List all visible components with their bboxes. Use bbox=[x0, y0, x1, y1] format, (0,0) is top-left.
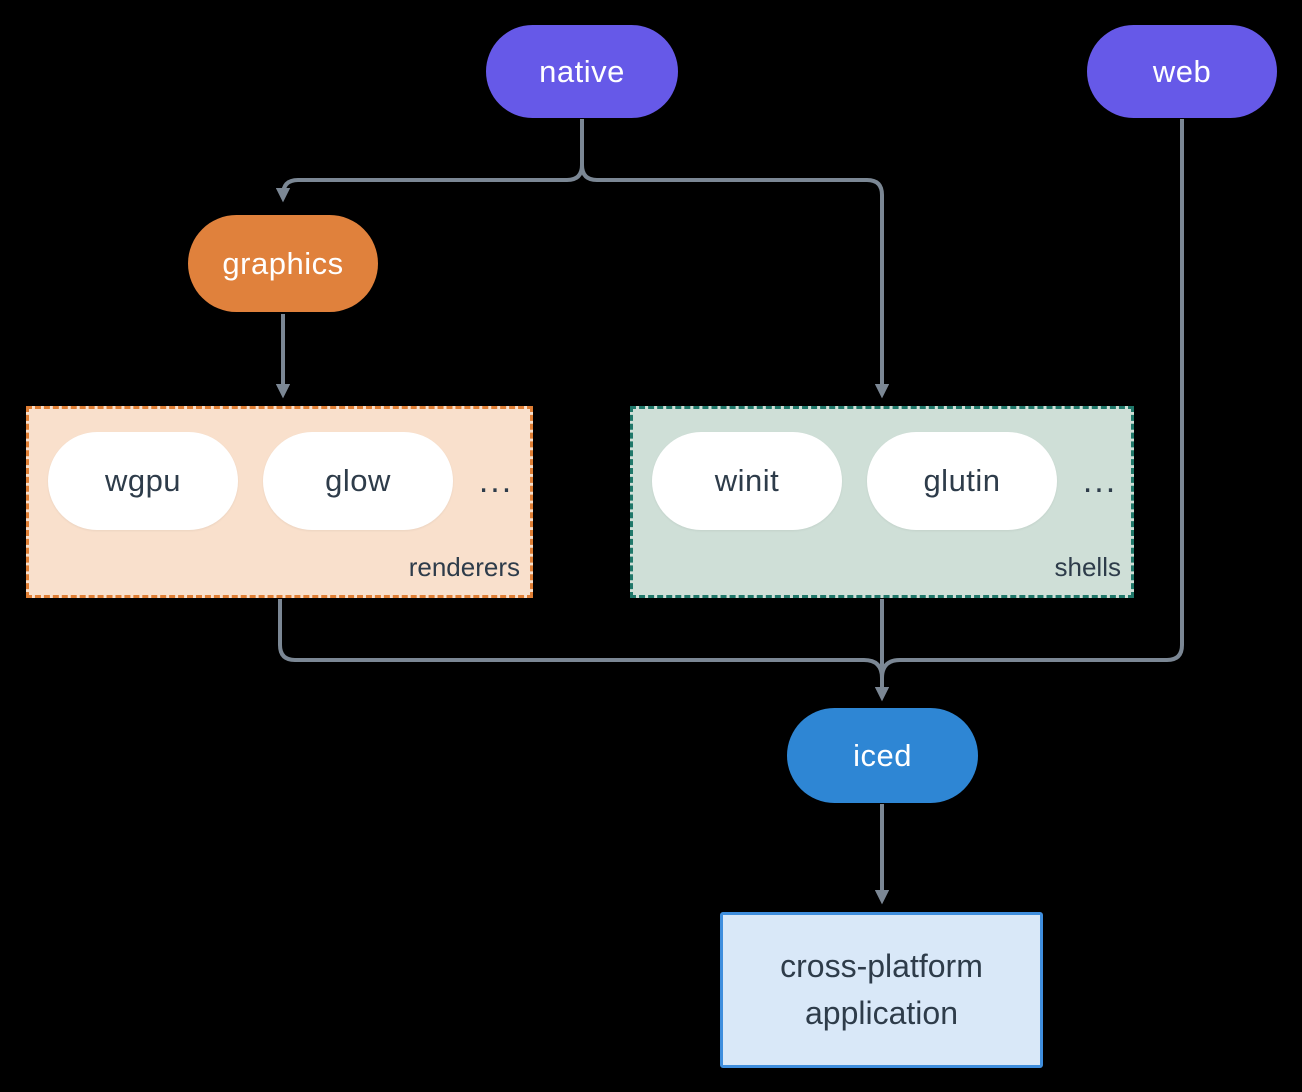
node-graphics-label: graphics bbox=[222, 245, 344, 281]
node-iced: iced bbox=[787, 708, 978, 803]
node-native: native bbox=[486, 25, 678, 118]
node-wgpu-label: wgpu bbox=[104, 463, 182, 498]
app-label-line2: application bbox=[805, 995, 958, 1031]
node-glutin: glutin bbox=[867, 432, 1057, 530]
renderers-ellipsis: ... bbox=[478, 461, 514, 500]
edge-native-graphics bbox=[275, 119, 584, 203]
node-glow-label: glow bbox=[325, 463, 391, 498]
shells-group-label: shells bbox=[1054, 552, 1121, 582]
node-web: web bbox=[1087, 25, 1277, 118]
group-renderers: wgpu glow ... renderers bbox=[26, 406, 533, 598]
edge-web-merge bbox=[880, 119, 1184, 679]
group-shells: winit glutin ... shells bbox=[630, 406, 1134, 598]
node-iced-label: iced bbox=[853, 737, 912, 773]
node-glutin-label: glutin bbox=[923, 463, 1001, 498]
node-winit: winit bbox=[652, 432, 842, 530]
renderers-group-label: renderers bbox=[408, 552, 520, 582]
node-winit-label: winit bbox=[714, 463, 780, 498]
node-web-label: web bbox=[1152, 53, 1212, 89]
shells-ellipsis: ... bbox=[1082, 461, 1118, 500]
node-glow: glow bbox=[263, 432, 453, 530]
node-wgpu: wgpu bbox=[48, 432, 238, 530]
edge-renderers-merge bbox=[278, 599, 884, 679]
node-native-label: native bbox=[539, 53, 625, 89]
app-label-line1: cross-platform bbox=[780, 948, 983, 984]
node-graphics: graphics bbox=[188, 215, 378, 312]
node-cross-platform-application: cross-platform application bbox=[720, 912, 1043, 1068]
edge-native-shells bbox=[580, 119, 890, 399]
